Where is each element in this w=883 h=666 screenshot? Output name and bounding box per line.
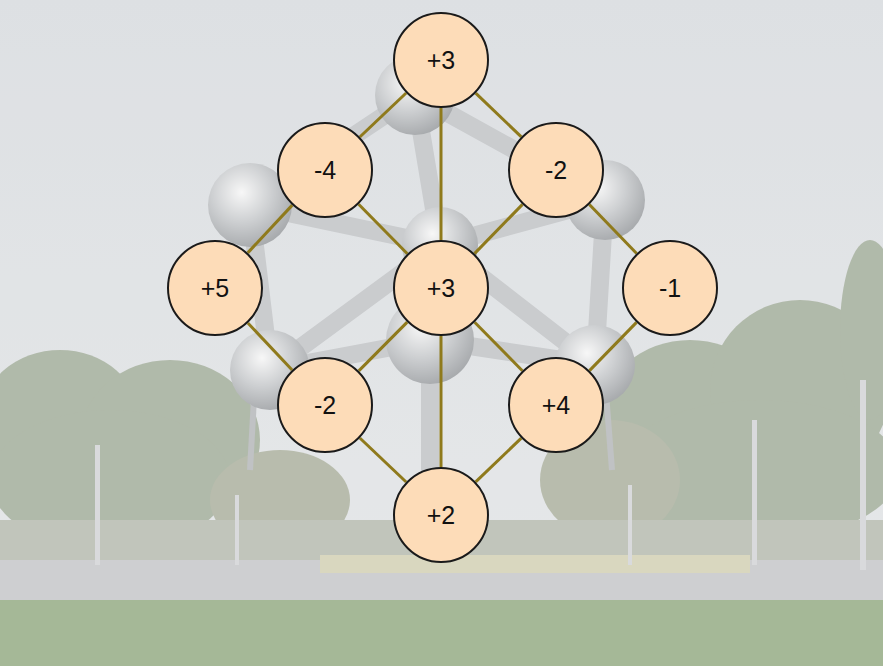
circle-text-holder: -2 <box>277 357 373 453</box>
circle-shape <box>623 241 717 335</box>
circle-shape <box>509 358 603 452</box>
connector-line <box>440 108 443 240</box>
circle-shape <box>394 468 488 562</box>
connector-line <box>475 322 523 371</box>
connector-line <box>359 322 407 371</box>
connector-line <box>589 322 636 370</box>
circle-shape <box>278 358 372 452</box>
connector-line <box>360 438 406 482</box>
number-circle: -2 <box>508 122 604 218</box>
circle-text-holder: +3 <box>393 12 489 108</box>
connector-line <box>360 93 406 137</box>
circle-text-holder: -2 <box>508 122 604 218</box>
circle-text-holder: +5 <box>167 240 263 336</box>
connector-line <box>476 93 522 137</box>
number-circle: +4 <box>508 357 604 453</box>
circle-text-holder: +4 <box>508 357 604 453</box>
circle-shape <box>278 123 372 217</box>
circle-shape <box>394 241 488 335</box>
circle-text-holder: -4 <box>277 122 373 218</box>
number-circle: -1 <box>622 240 718 336</box>
circle-shape <box>168 241 262 335</box>
circle-text-holder: -1 <box>622 240 718 336</box>
connector-line <box>248 205 293 253</box>
circle-shape <box>509 123 603 217</box>
connector-line <box>476 438 522 482</box>
circle-shape <box>394 13 488 107</box>
number-circle: +5 <box>167 240 263 336</box>
node-number: +3 <box>427 274 456 303</box>
circle-text-holder: +2 <box>393 467 489 563</box>
node-number: -2 <box>545 156 567 185</box>
node-number: +2 <box>427 501 456 530</box>
node-number: +3 <box>427 46 456 75</box>
connector-line <box>589 205 636 254</box>
number-circle: +3 <box>393 240 489 336</box>
node-number: -4 <box>314 156 336 185</box>
number-circle: +2 <box>393 467 489 563</box>
circle-text-holder: +3 <box>393 240 489 336</box>
connector-line <box>440 336 443 467</box>
node-number: -2 <box>314 391 336 420</box>
node-number: +5 <box>201 274 230 303</box>
connector-line <box>248 323 292 370</box>
connector-line <box>475 204 523 253</box>
number-circle: -2 <box>277 357 373 453</box>
number-circle: -4 <box>277 122 373 218</box>
connector-line <box>359 204 408 254</box>
number-circle: +3 <box>393 12 489 108</box>
node-number: +4 <box>542 391 571 420</box>
node-number: -1 <box>659 274 681 303</box>
